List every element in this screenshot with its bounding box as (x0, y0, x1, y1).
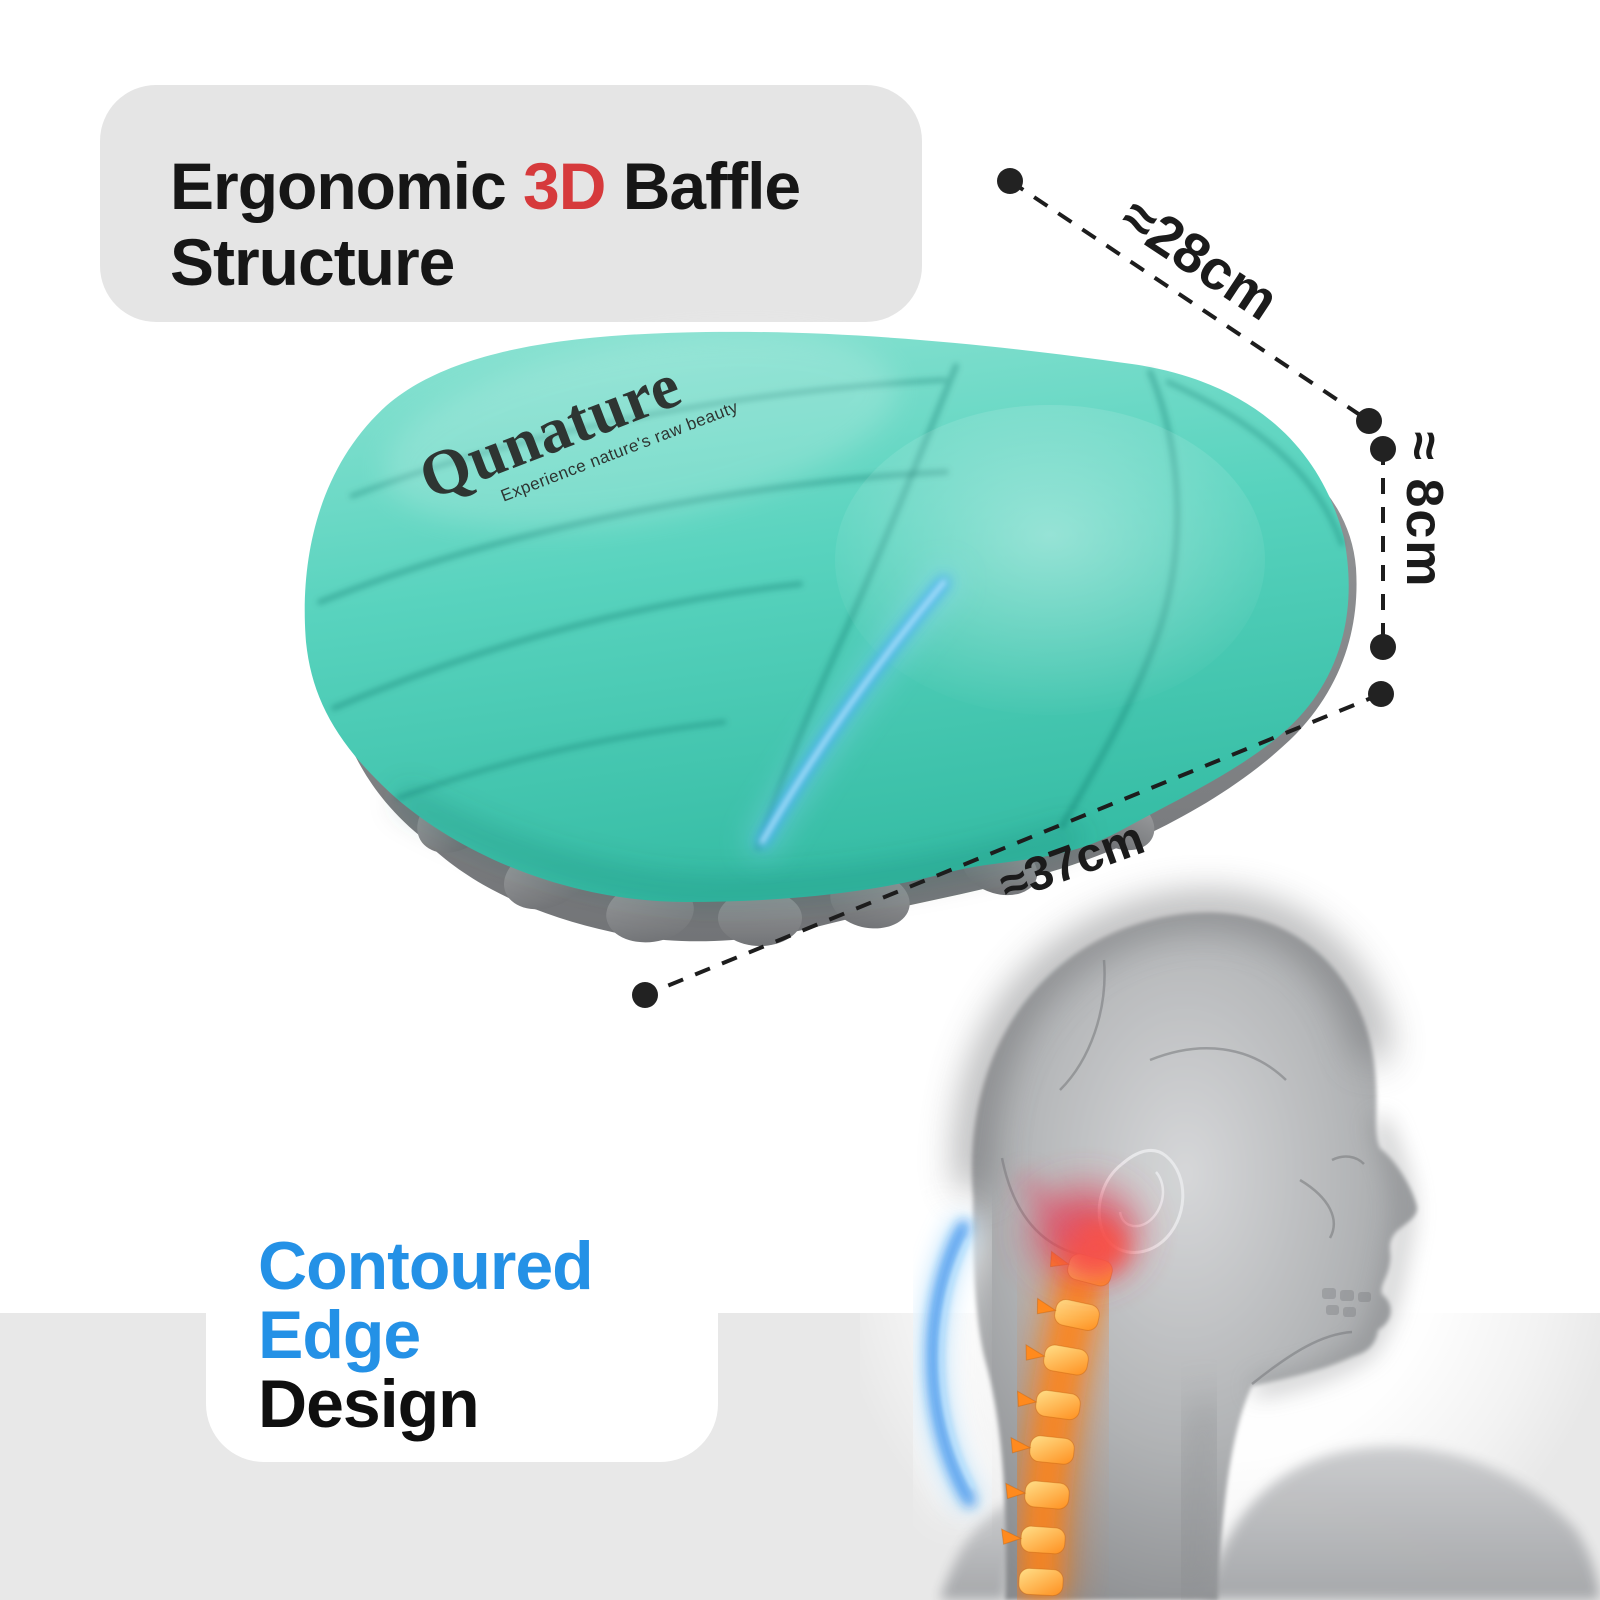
support-arc (906, 1208, 996, 1520)
head-xray-image (860, 855, 1600, 1600)
title-card (100, 85, 922, 322)
title-segment-highlight: 3D (523, 149, 606, 223)
pillow-image: Qunature Experience nature's raw beauty (304, 331, 1357, 946)
title-segment-2: Baffle (605, 149, 801, 223)
title-line-2: Structure (170, 225, 455, 299)
pillow-top-sheen (383, 332, 897, 528)
face-rim-shading (1252, 1117, 1411, 1395)
feature-text: Contoured Edge Design (258, 1228, 594, 1442)
feature-line-3: Design (258, 1366, 480, 1442)
teeth-hint (1322, 1288, 1371, 1317)
pillow-sheen (835, 405, 1265, 715)
feature-line-1: Contoured (258, 1228, 594, 1304)
feature-line-2: Edge (258, 1297, 421, 1373)
neck-shading (1176, 1397, 1222, 1600)
chest-silhouette (1205, 1446, 1600, 1600)
page-title: Ergonomic 3D Baffle Structure (170, 148, 890, 300)
pain-streak (1016, 1171, 1108, 1262)
dimension-dot (632, 982, 658, 1008)
title-segment-1: Ergonomic (170, 149, 524, 223)
dimension-label-height: ≈ 8cm (1395, 431, 1453, 589)
feature-card (206, 1120, 718, 1462)
dimension-dot (997, 168, 1023, 194)
